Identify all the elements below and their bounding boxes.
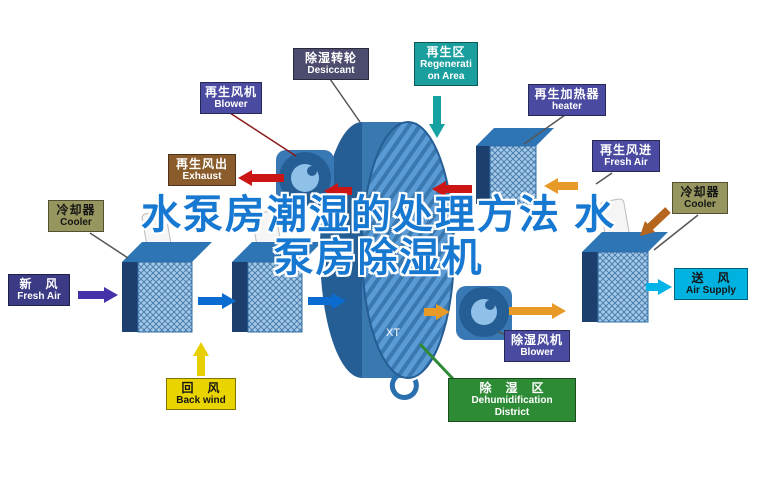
label-regen-area: 再生区 Regenerati on Area bbox=[414, 42, 478, 86]
label-cooler-right-en: Cooler bbox=[684, 199, 716, 211]
coil-unit-right bbox=[582, 198, 668, 323]
air-supply-arrow bbox=[646, 279, 672, 295]
label-dehum-district-zh: 除 湿 区 bbox=[479, 381, 545, 395]
label-back-wind: 回 风 Back wind bbox=[166, 378, 236, 410]
label-regen-blower-zh: 再生风机 bbox=[204, 85, 257, 99]
label-desiccant-zh: 除湿转轮 bbox=[304, 51, 357, 65]
label-regen-fresh-air-en: Fresh Air bbox=[604, 157, 648, 169]
label-fresh-air-en: Fresh Air bbox=[17, 291, 61, 303]
regen-intake-arrow bbox=[544, 178, 578, 194]
title-line1: 水泵房潮湿的处理方法 水 bbox=[140, 193, 617, 237]
label-regen-exhaust-en: Exhaust bbox=[182, 171, 222, 183]
label-regen-area-en1: Regenerati bbox=[420, 59, 472, 71]
label-regen-exhaust-zh: 再生风出 bbox=[175, 157, 228, 171]
label-dehum-district-en2: District bbox=[494, 406, 530, 418]
supply-fan bbox=[456, 286, 512, 340]
label-regen-fresh-air-zh: 再生风进 bbox=[599, 143, 652, 157]
label-cooler-left: 冷却器 Cooler bbox=[48, 200, 104, 232]
label-regen-fresh-air: 再生风进 Fresh Air bbox=[592, 140, 660, 172]
label-regen-area-en2: on Area bbox=[427, 70, 465, 82]
label-cooler-right: 冷却器 Cooler bbox=[672, 182, 728, 214]
label-fresh-air: 新 风 Fresh Air bbox=[8, 274, 70, 306]
label-dehum-blower-en: Blower bbox=[520, 347, 554, 359]
wheel-mark: XT bbox=[386, 327, 400, 339]
process-air-arrow-1 bbox=[198, 293, 236, 309]
label-dehum-blower-zh: 除湿风机 bbox=[510, 333, 563, 347]
coil-unit-left-2 bbox=[232, 210, 322, 333]
return-air-arrow bbox=[193, 342, 209, 376]
regen-heater-coil bbox=[476, 128, 554, 205]
cooler-inlet-arrow bbox=[640, 207, 671, 236]
label-dehum-district-en1: Dehumidification bbox=[471, 395, 553, 407]
label-regen-exhaust: 再生风出 Exhaust bbox=[168, 154, 236, 186]
label-dehum-blower: 除湿风机 Blower bbox=[504, 330, 570, 362]
label-regen-blower: 再生风机 Blower bbox=[200, 82, 262, 114]
label-cooler-left-zh: 冷却器 bbox=[56, 203, 96, 217]
regen-out-arrow-1 bbox=[324, 183, 352, 199]
label-regen-heater-zh: 再生加热器 bbox=[534, 87, 600, 101]
label-regen-heater: 再生加热器 heater bbox=[528, 84, 606, 116]
fresh-air-inlet-arrow bbox=[78, 287, 118, 303]
label-regen-blower-en: Blower bbox=[214, 99, 248, 111]
label-cooler-right-zh: 冷却器 bbox=[680, 185, 720, 199]
label-dehum-district: 除 湿 区 Dehumidification District bbox=[448, 378, 576, 422]
connector-lines bbox=[89, 78, 699, 384]
dry-air-arrow-1 bbox=[424, 304, 450, 320]
dry-air-arrow-2 bbox=[509, 303, 566, 319]
wheel-hook-shape bbox=[389, 374, 419, 400]
label-air-supply: 送 风 Air Supply bbox=[674, 268, 748, 300]
regen-hot-air-arrow bbox=[432, 181, 472, 197]
process-air-arrow-2 bbox=[308, 293, 346, 309]
label-air-supply-zh: 送 风 bbox=[691, 271, 731, 285]
regen-area-arrow bbox=[429, 96, 445, 138]
label-air-supply-en: Air Supply bbox=[685, 285, 736, 297]
label-regen-area-zh: 再生区 bbox=[426, 45, 466, 59]
regen-fan bbox=[276, 150, 334, 206]
regen-exhaust-arrow bbox=[238, 170, 284, 186]
label-fresh-air-zh: 新 风 bbox=[19, 277, 59, 291]
dehum-district-pointer bbox=[418, 342, 458, 384]
title-line2: 泵房除湿机 bbox=[273, 236, 484, 281]
label-desiccant-en: Desiccant bbox=[307, 65, 355, 77]
label-regen-heater-en: heater bbox=[551, 101, 582, 113]
label-desiccant: 除湿转轮 Desiccant bbox=[293, 48, 369, 80]
label-back-wind-zh: 回 风 bbox=[181, 381, 221, 395]
coil-unit-left-1 bbox=[122, 210, 212, 333]
label-cooler-left-en: Cooler bbox=[60, 217, 92, 229]
label-back-wind-en: Back wind bbox=[176, 395, 226, 407]
page-title: 水泵房潮湿的处理方法 水 泵房除湿机 bbox=[0, 193, 757, 281]
